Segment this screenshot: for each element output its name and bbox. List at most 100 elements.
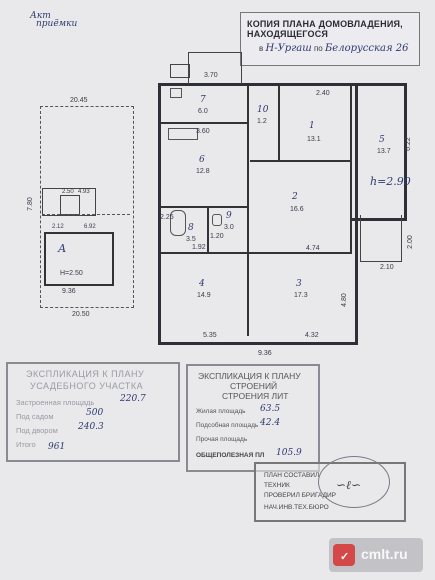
site-dim-b: 2.12 xyxy=(52,224,64,230)
dim-d5: 4.32 xyxy=(305,332,319,339)
dim-d14: 4.80 xyxy=(340,293,348,307)
room-5-number: 5 xyxy=(379,135,385,145)
header-stamp: КОПИЯ ПЛАНА ДОМОВЛАДЕНИЯ, НАХОДЯЩЕГОСЯ в… xyxy=(240,12,420,66)
site-house-letter: А xyxy=(58,242,67,255)
site-exp-title1: ЭКСПЛИКАЦИЯ К ПЛАНУ xyxy=(26,369,145,379)
stove-icon xyxy=(170,88,182,98)
room-1-area: 13.1 xyxy=(307,136,321,143)
outbuilding xyxy=(42,188,96,216)
round-seal xyxy=(318,456,390,508)
dim-d12: 1.20 xyxy=(210,233,224,240)
bld-exp-value: 105.9 xyxy=(276,448,302,458)
room-2-area: 16.6 xyxy=(290,206,304,213)
corner-note-line1: Акт xyxy=(30,11,51,21)
dim-d7: 3.60 xyxy=(196,128,210,135)
bathtub-icon xyxy=(170,210,186,236)
site-exp-row: Застроенная площадь xyxy=(16,398,95,407)
dim-d1: 2.40 xyxy=(316,90,330,97)
wall-h4 xyxy=(250,160,350,162)
room-1-number: 1 xyxy=(309,121,315,131)
bld-exp-row: Прочая площадь xyxy=(196,436,248,443)
outbuilding-small xyxy=(60,195,80,215)
header-address: в Н-Ургаш по Белорусская 26 xyxy=(259,43,408,54)
dim-d13: 2.25 xyxy=(160,214,174,221)
site-exp-value: 220.7 xyxy=(120,394,146,404)
wall-v1 xyxy=(247,86,249,336)
wall-v2 xyxy=(278,86,280,160)
porch-top xyxy=(188,52,242,84)
sig-row-chief: НАЧ.ИНВ.ТЕХ.БЮРО xyxy=(264,504,329,511)
watermark-site: cmlt.ru xyxy=(361,546,408,562)
outer-wall xyxy=(158,83,358,345)
wall-h2 xyxy=(161,206,247,208)
corner-note-line2: приёмки xyxy=(36,19,78,29)
dim-d11: 3.70 xyxy=(204,72,218,79)
dim-d2: 6.22 xyxy=(404,137,412,151)
room-9-area: 3.0 xyxy=(224,224,234,231)
bld-exp-value: 42.4 xyxy=(260,418,281,428)
toilet-icon xyxy=(212,214,222,226)
site-exp-value: 500 xyxy=(86,408,104,418)
site-side-left: 7.80 xyxy=(26,197,34,211)
site-house-height: Н=2.50 xyxy=(60,270,83,277)
dim-d9: 2.10 xyxy=(380,264,394,271)
boiler-icon xyxy=(168,128,198,140)
wall-h1 xyxy=(161,122,247,124)
room-4-area: 14.9 xyxy=(197,292,211,299)
site-top-width: 20.45 xyxy=(70,97,88,104)
site-fence-line xyxy=(42,214,130,215)
room-8-number: 8 xyxy=(188,223,194,233)
bld-exp-row: ОБЩЕПОЛЕЗНАЯ ПЛ xyxy=(196,452,265,459)
corner-note: Акт приёмки xyxy=(30,11,78,29)
city-prefix: в xyxy=(259,44,264,53)
room-10-area: 1.2 xyxy=(257,118,267,125)
porch-step xyxy=(170,64,190,78)
sig-row-checked: ПРОВЕРИЛ БРИГАДИР xyxy=(264,492,336,499)
dim-d4: 5.35 xyxy=(203,332,217,339)
site-exp-value: 240.3 xyxy=(78,422,104,432)
east-wing-wall xyxy=(350,83,407,221)
dim-d6: 9.36 xyxy=(258,350,272,357)
site-explication: ЭКСПЛИКАЦИЯ К ПЛАНУ УСАДЕБНОГО УЧАСТКА З… xyxy=(6,362,180,462)
room-8-area: 3.5 xyxy=(186,236,196,243)
wall-h3 xyxy=(161,252,351,254)
bld-exp-title2: СТРОЕНИЙ xyxy=(230,381,278,391)
room-7-area: 6.0 xyxy=(198,108,208,115)
site-exp-row: Под садом xyxy=(16,412,54,421)
street-name: Белорусская 26 xyxy=(324,43,409,54)
dim-d3: 4.74 xyxy=(306,245,320,252)
header-title: КОПИЯ ПЛАНА ДОМОВЛАДЕНИЯ, НАХОДЯЩЕГОСЯ xyxy=(247,19,403,39)
city-name: Н-Ургаш xyxy=(265,43,312,54)
room-7-number: 7 xyxy=(200,95,206,105)
signature-block: ПЛАН СОСТАВИЛ ТЕХНИК ПРОВЕРИЛ БРИГАДИР Н… xyxy=(254,456,406,522)
cmlt-logo-icon: ✓ xyxy=(333,544,355,566)
wall-v4 xyxy=(350,86,352,254)
dim-d8: 1.92 xyxy=(192,244,206,251)
bld-exp-row: Жилая площадь xyxy=(196,408,246,415)
wall-v3 xyxy=(207,208,209,252)
cmlt-watermark: ✓ cmlt.ru xyxy=(329,538,423,572)
room-6-area: 12.8 xyxy=(196,168,210,175)
bld-exp-title3: СТРОЕНИЯ ЛИТ xyxy=(222,391,289,401)
room-2-number: 2 xyxy=(292,192,298,202)
sig-row-composed: ПЛАН СОСТАВИЛ xyxy=(264,472,320,479)
bld-exp-title1: ЭКСПЛИКАЦИЯ К ПЛАНУ xyxy=(198,371,301,381)
signature-scribble: ∽ℓ∽ xyxy=(336,478,362,492)
ceiling-height: h=2.90 xyxy=(370,175,411,188)
site-house-width: 9.36 xyxy=(62,288,76,295)
site-exp-row: Под двором xyxy=(16,426,58,435)
room-4-number: 4 xyxy=(199,279,205,289)
site-dim-c: 4.93 xyxy=(78,189,90,195)
building-explication: ЭКСПЛИКАЦИЯ К ПЛАНУ СТРОЕНИЙ СТРОЕНИЯ ЛИ… xyxy=(186,364,320,472)
site-dim-a: 6.92 xyxy=(84,224,96,230)
site-boundary xyxy=(40,106,134,308)
site-house xyxy=(44,232,114,286)
sig-row-technician: ТЕХНИК xyxy=(264,482,290,489)
site-exp-title2: УСАДЕБНОГО УЧАСТКА xyxy=(30,381,144,391)
room-5-area: 13.7 xyxy=(377,148,391,155)
room-3-area: 17.3 xyxy=(294,292,308,299)
site-dim-d: 2.50 xyxy=(62,189,74,195)
terrace-right xyxy=(360,215,402,262)
room-3-number: 3 xyxy=(296,279,302,289)
room-10-number: 10 xyxy=(257,105,269,115)
